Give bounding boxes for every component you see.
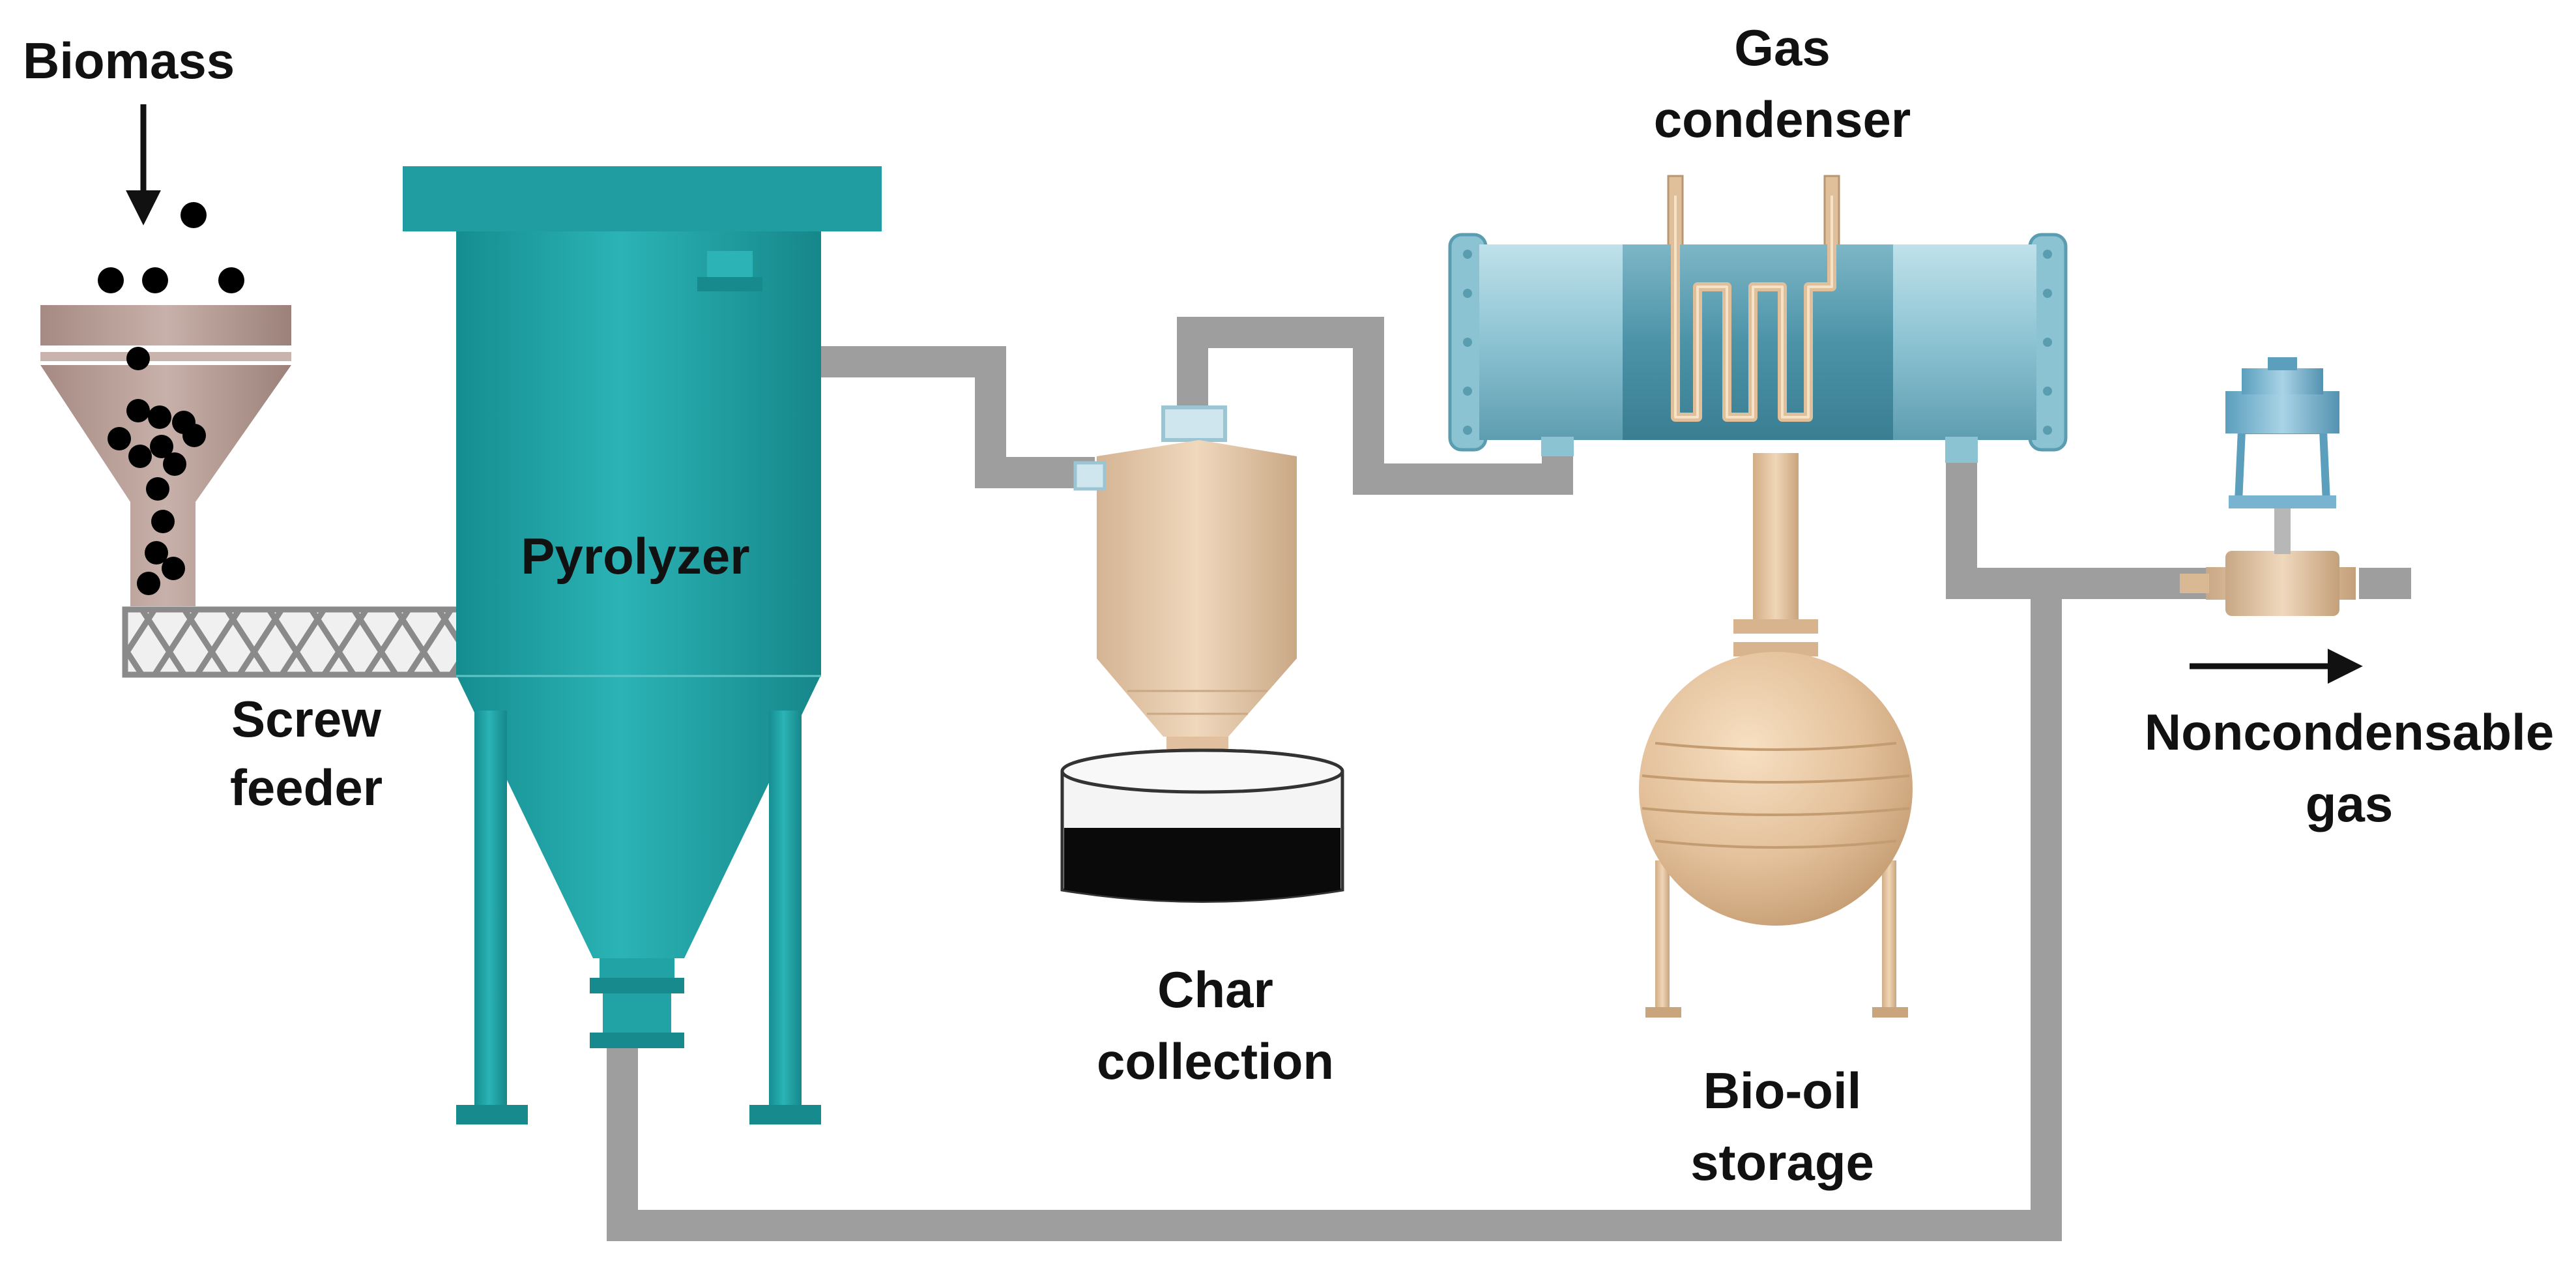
label-char-collection-line1: Char (1157, 961, 1273, 1018)
biomass-particle (181, 202, 207, 228)
label-screw-feeder-line2: feeder (230, 759, 383, 816)
tank-sphere (1639, 652, 1913, 926)
label-noncondensable-line2: gas (2306, 775, 2393, 832)
tank-inlet-pipe (1753, 453, 1799, 629)
hopper-rim (40, 305, 291, 345)
label-biomass: Biomass (23, 32, 235, 89)
pyrolyzer-top-flange (403, 166, 882, 231)
pipe-condenser-to-valve (1946, 443, 2206, 599)
gas-condenser (1448, 175, 2068, 463)
bio-oil-storage-tank (1639, 453, 1913, 1018)
label-gas-condenser-line1: Gas (1734, 19, 1830, 76)
control-valve (2180, 357, 2356, 616)
pipe-cyclone-to-condenser (1177, 317, 1573, 495)
char-collection-container (1060, 748, 1344, 903)
cyclone (1073, 405, 1297, 755)
char-deposit (1064, 828, 1340, 902)
hopper-rim-lower (40, 352, 291, 361)
biomass-particle (98, 267, 124, 293)
pipe-gas-recycle-loop (607, 583, 2062, 1241)
label-gas-condenser-line2: condenser (1654, 91, 1911, 148)
label-pyrolyzer: Pyrolyzer (521, 527, 749, 585)
feed-hopper (40, 305, 291, 606)
cyclone-body (1097, 440, 1297, 658)
pyrolyzer (403, 166, 882, 1124)
pyrolyzer-body (456, 231, 821, 675)
valve-actuator (2225, 391, 2339, 433)
label-bio-oil-line2: storage (1690, 1134, 1874, 1191)
condenser-core (1623, 244, 1893, 440)
biomass-particle (218, 267, 244, 293)
pyrolyzer-leg-left (474, 711, 507, 1108)
cyclone-cone (1097, 658, 1297, 737)
cyclone-top-nozzle (1161, 405, 1227, 442)
label-char-collection-line2: collection (1097, 1033, 1334, 1090)
screw-feeder (122, 606, 474, 678)
label-noncondensable-line1: Noncondensable (2145, 703, 2554, 761)
screw-feeder-flights (128, 612, 468, 672)
label-screw-feeder-line1: Screw (231, 690, 381, 748)
label-bio-oil-line1: Bio-oil (1703, 1062, 1862, 1119)
pipe-network (607, 287, 2411, 1241)
pyrolyzer-leg-right (769, 711, 802, 1108)
pyrolyzer-cone (456, 675, 821, 958)
biomass-feed (98, 104, 244, 293)
biomass-particle (142, 267, 168, 293)
valve-yoke (2234, 426, 2331, 506)
